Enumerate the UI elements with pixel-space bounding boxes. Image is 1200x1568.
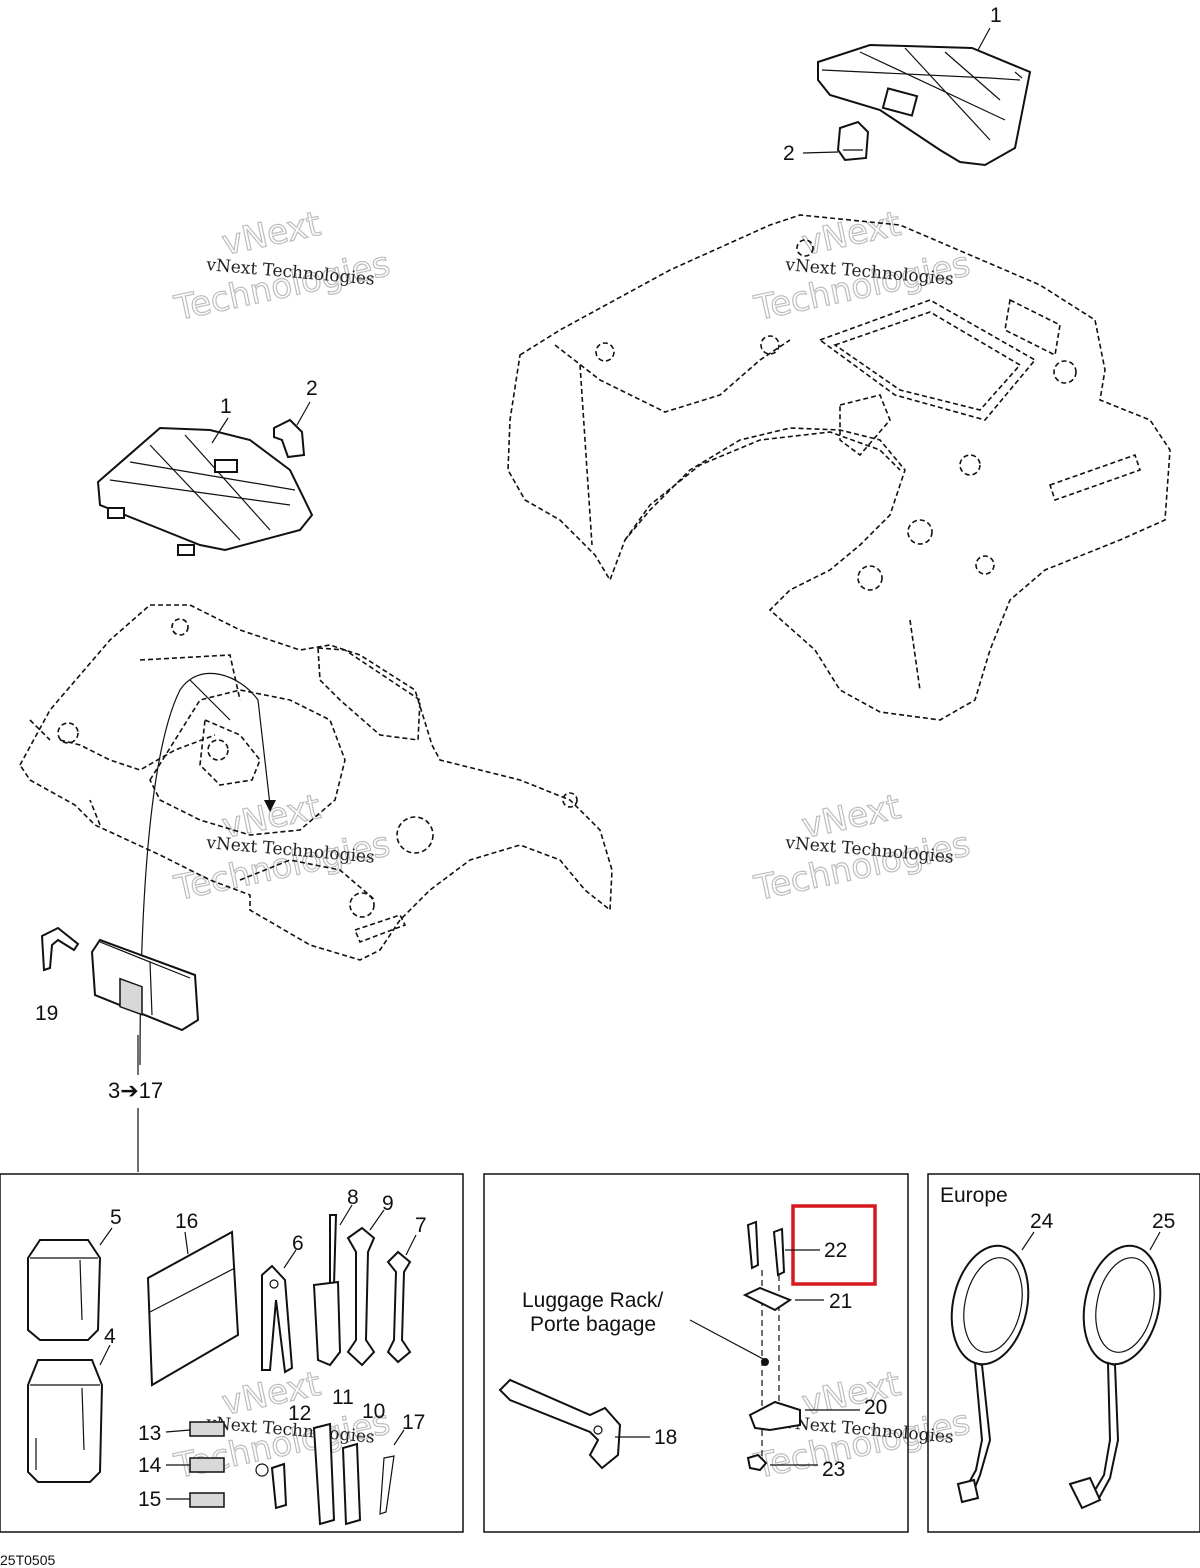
- callout-4: 4: [104, 1325, 116, 1348]
- watermark-top-right: vNext Technologies vNext Technologies: [750, 203, 974, 329]
- callout-1-left: 1: [220, 395, 232, 418]
- mirror-25: [1068, 1244, 1162, 1510]
- callout-1-top: 1: [990, 4, 1002, 27]
- callout-25: 25: [1152, 1210, 1175, 1233]
- callout-19: 19: [35, 1002, 58, 1025]
- svg-text:Technologies: Technologies: [171, 824, 394, 909]
- watermark-mid-left: vNext Technologies vNext Technologies: [170, 786, 394, 909]
- callout-10: 10: [362, 1400, 385, 1423]
- case-cover-5: [27, 1239, 102, 1341]
- toolkit-bag: [90, 938, 200, 1032]
- case-body-4: [27, 1359, 104, 1483]
- luggage-rack-frame: [483, 1173, 909, 1533]
- callout-14: 14: [138, 1454, 162, 1477]
- callout-13: 13: [138, 1422, 161, 1445]
- pliers-6: [261, 1264, 294, 1374]
- latch-top: [836, 120, 870, 162]
- storage-lid-left: [96, 426, 314, 556]
- svg-text:vNext: vNext: [219, 204, 324, 264]
- callout-11: 11: [332, 1386, 354, 1409]
- svg-text:Technologies: Technologies: [751, 824, 974, 909]
- rear-fender: [507, 214, 1171, 721]
- spark-plug-tools-10-12: [255, 1422, 395, 1526]
- toolkit-frame: [0, 1173, 464, 1533]
- screwdriver-8: [312, 1214, 342, 1367]
- callout-22: 22: [824, 1239, 847, 1262]
- spanner-18: [498, 1378, 622, 1470]
- callout-2-left: 2: [306, 377, 318, 400]
- callout-24: 24: [1030, 1210, 1054, 1233]
- manual-sheet-16: [146, 1230, 240, 1387]
- luggage-rack-label-2: Porte bagage: [530, 1313, 656, 1336]
- callout-6: 6: [292, 1232, 304, 1255]
- front-fender: [19, 604, 613, 961]
- europe-mirror-frame: [927, 1173, 1200, 1533]
- callout-7: 7: [415, 1214, 427, 1237]
- callout-21: 21: [829, 1290, 852, 1313]
- watermark-mid-right: vNext Technologies vNext Technologies: [750, 786, 974, 909]
- luggage-rack-label-1: Luggage Rack/: [522, 1289, 663, 1312]
- callout-23: 23: [822, 1458, 845, 1481]
- fuses-13-15: [189, 1421, 225, 1508]
- highlight-box-22: [791, 1204, 877, 1286]
- storage-lid-top: [817, 43, 1032, 167]
- callout-2-top: 2: [783, 142, 795, 165]
- drawing-code: 25T0505: [0, 1552, 55, 1568]
- wrench-9: [346, 1226, 376, 1367]
- callout-3-17: 3➔17: [108, 1078, 163, 1103]
- callout-5: 5: [110, 1206, 122, 1229]
- callout-8: 8: [347, 1186, 359, 1209]
- callout-9: 9: [382, 1192, 394, 1215]
- latch-left: [273, 418, 306, 459]
- callout-12: 12: [288, 1402, 311, 1425]
- hardware-stack-20-23: [742, 1220, 801, 1472]
- watermark-top-left: vNext Technologies vNext Technologies: [170, 203, 394, 329]
- callout-17: 17: [402, 1411, 425, 1434]
- callout-15: 15: [138, 1488, 161, 1511]
- svg-text:vNext: vNext: [799, 204, 904, 264]
- callout-18: 18: [654, 1426, 677, 1449]
- strap: [40, 926, 80, 972]
- callout-16: 16: [175, 1210, 198, 1233]
- mirror-24: [950, 1244, 1030, 1504]
- wrench-7: [386, 1250, 412, 1364]
- europe-label: Europe: [940, 1184, 1008, 1207]
- callout-20: 20: [864, 1396, 887, 1419]
